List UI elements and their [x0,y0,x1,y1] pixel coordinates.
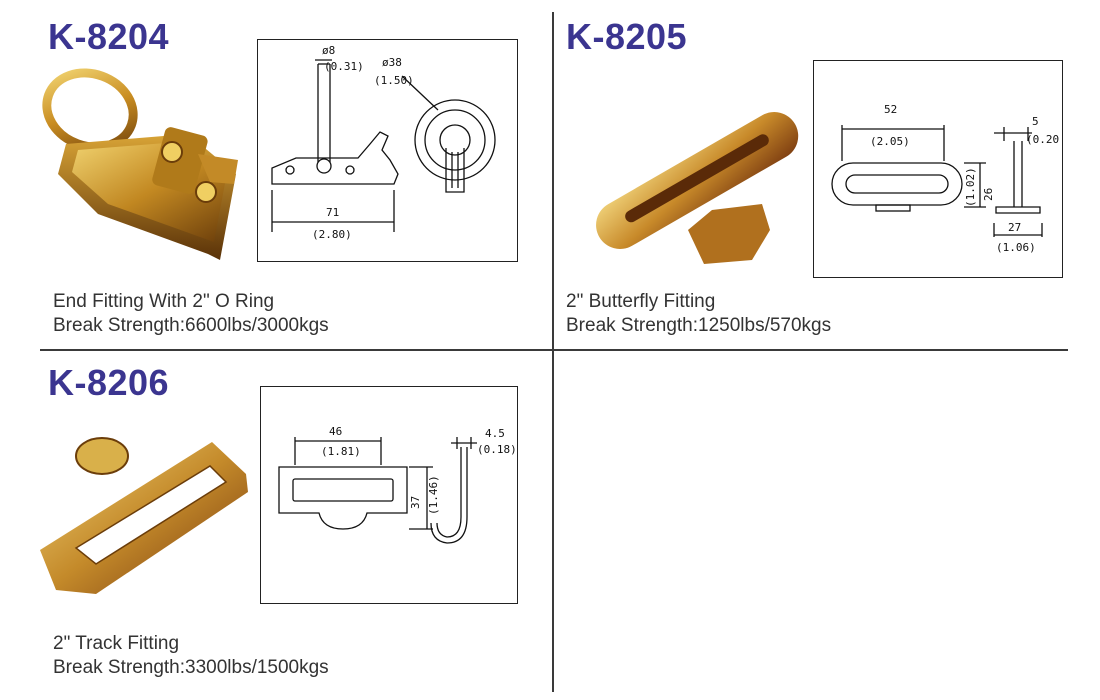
dim-slot-width-in: (2.05) [870,135,910,148]
product-code-k8205: K-8205 [566,16,688,57]
dim-body-width: 71 [326,206,339,219]
product-photo-k8206 [36,430,252,598]
dim-height: 26 [982,188,995,201]
dim-base: 27 [1008,221,1021,234]
dim-ring-diameter-in: (1.50) [374,74,414,87]
dim-track-width-in: (1.81) [321,445,361,458]
dim-track-height-in: (1.46) [427,475,440,515]
break-strength-k8205: Break Strength:1250lbs/570kgs [566,315,832,336]
dim-height-in: (1.02) [964,167,977,207]
dim-hook-thickness: 4.5 [485,427,505,440]
product-photo-k8204 [38,64,250,260]
dim-body-width-in: (2.80) [312,228,352,241]
product-desc-k8205: 2" Butterfly Fitting Break Strength:1250… [566,290,831,338]
dim-pin-diameter: ø8 [322,44,335,57]
dim-base-in: (1.06) [996,241,1036,254]
product-code-k8206: K-8206 [48,362,170,403]
diagram-k8205: 52 (2.05) 26 (1.02) 5 (0.20) 27 (1.06) [813,60,1063,278]
product-code-k8204: K-8204 [48,16,170,57]
diagram-k8206: 46 (1.81) 37 (1.46) 4.5 (0.18) [260,386,518,604]
product-desc-k8204: End Fitting With 2" O Ring Break Strengt… [53,290,329,338]
dim-ring-diameter: ø38 [382,56,402,69]
dim-slot-width: 52 [884,103,897,116]
dim-thickness-in: (0.20) [1026,133,1061,146]
vertical-divider [552,12,554,692]
product-name-k8205: 2" Butterfly Fitting [566,291,716,312]
dim-thickness: 5 [1032,115,1039,128]
product-desc-k8206: 2" Track Fitting Break Strength:3300lbs/… [53,632,329,680]
product-name-k8206: 2" Track Fitting [53,633,180,654]
dim-pin-diameter-in: (0.31) [324,60,364,73]
break-strength-k8204: Break Strength:6600lbs/3000kgs [53,315,329,336]
product-name-k8204: End Fitting With 2" O Ring [53,291,275,312]
horizontal-divider [40,349,1068,351]
dim-track-height: 37 [409,496,422,509]
product-photo-k8205 [592,100,804,268]
break-strength-k8206: Break Strength:3300lbs/1500kgs [53,657,329,678]
dim-hook-thickness-in: (0.18) [477,443,516,456]
diagram-k8204: ø8 (0.31) ø38 (1.50) 71 (2.80) [257,39,518,262]
dim-track-width: 46 [329,425,342,438]
